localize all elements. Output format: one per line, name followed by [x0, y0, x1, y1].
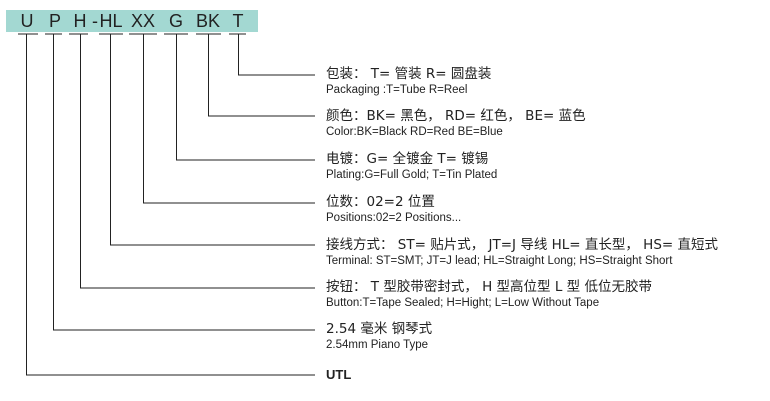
plating-en: Plating:G=Full Gold; T=Tin Plated [326, 169, 498, 181]
code-dash: - [92, 11, 98, 31]
code-xx: XX [130, 11, 156, 31]
row-terminal: 接线方式： ST= 贴片式， JT=J 导线 HL= 直长型， HS= 直短式 … [326, 237, 718, 269]
button-en: Button:T=Tape Sealed; H=Hight; L=Low Wit… [326, 297, 600, 309]
code-h: H [73, 11, 87, 31]
pitch-en: 2.54mm Piano Type [326, 339, 429, 351]
color-en: Color:BK=Black RD=Red BE=Blue [326, 126, 503, 138]
code-bk: BK [195, 11, 221, 31]
row-plating: 电镀：G= 全镀金 T= 镀锡 Plating:G=Full Gold; T=T… [326, 151, 497, 183]
row-button: 按钮： T 型胶带密封式， H 型高位型 L 型 低位无胶带 Button:T=… [326, 279, 652, 311]
code-u: U [20, 11, 34, 31]
row-color: 颜色：BK= 黑色， RD= 红色， BE= 蓝色 Color:BK=Black… [326, 108, 586, 140]
row-packaging: 包装： T= 管装 R= 圆盘装 Packaging :T=Tube R=Ree… [326, 66, 491, 98]
part-code-bar [6, 10, 258, 32]
plating-zh: 电镀：G= 全镀金 T= 镀锡 [326, 151, 489, 167]
row-series: UTL [326, 367, 351, 382]
packaging-en: Packaging :T=Tube R=Reel [326, 84, 468, 96]
button-zh: 按钮： T 型胶带密封式， H 型高位型 L 型 低位无胶带 [326, 279, 652, 295]
terminal-en: Terminal: ST=SMT; JT=J lead; HL=Straight… [326, 255, 673, 267]
series-name: UTL [326, 367, 352, 382]
positions-zh: 位数：02=2 位置 [326, 194, 435, 210]
pitch-zh: 2.54 毫米 钢琴式 [326, 321, 433, 337]
terminal-zh: 接线方式： ST= 贴片式， JT=J 导线 HL= 直长型， HS= 直短式 [326, 237, 718, 253]
code-hl: HL [99, 11, 123, 31]
row-positions: 位数：02=2 位置 Positions:02=2 Positions... [326, 194, 461, 226]
code-p: P [48, 11, 62, 31]
row-pitch: 2.54 毫米 钢琴式 2.54mm Piano Type [326, 321, 432, 353]
packaging-zh: 包装： T= 管装 R= 圆盘装 [326, 66, 492, 82]
code-g: G [168, 11, 184, 31]
positions-en: Positions:02=2 Positions... [326, 212, 462, 224]
color-zh: 颜色：BK= 黑色， RD= 红色， BE= 蓝色 [326, 108, 586, 124]
code-t: T [232, 11, 244, 31]
